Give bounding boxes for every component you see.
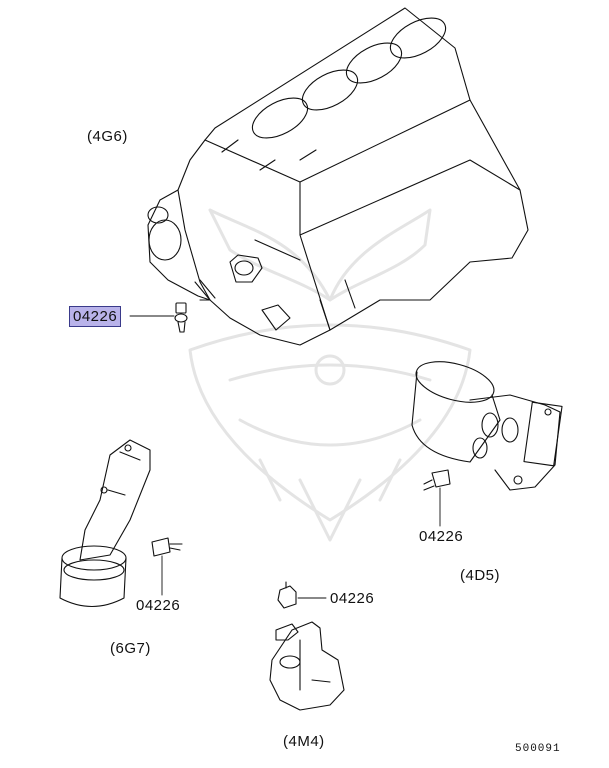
engine-label-4g6: (4G6) (87, 128, 128, 145)
oil-filter-housing-icon (411, 361, 563, 491)
diagram-reference-number: 500091 (515, 743, 561, 755)
pressure-switch-icon (151, 537, 183, 596)
part-number-04226-4m4[interactable]: 04226 (330, 590, 375, 607)
engine-label-4d5: (4D5) (460, 567, 501, 584)
watermark-emblem (188, 208, 472, 542)
engine-label-4m4: (4M4) (283, 733, 325, 750)
pressure-switch-icon (277, 581, 327, 609)
engine-label-6g7: (6G7) (110, 640, 151, 657)
pressure-switch-icon (423, 469, 451, 527)
part-number-04226-6g7[interactable]: 04226 (136, 597, 181, 614)
part-number-04226-highlighted[interactable]: 04226 (69, 306, 122, 327)
pressure-switch-icon (129, 302, 188, 333)
engine-block-icon (147, 7, 529, 346)
oil-pump-housing-icon (269, 621, 345, 711)
oil-pump-housing-icon (59, 439, 151, 607)
part-number-04226-4d5[interactable]: 04226 (419, 528, 464, 545)
